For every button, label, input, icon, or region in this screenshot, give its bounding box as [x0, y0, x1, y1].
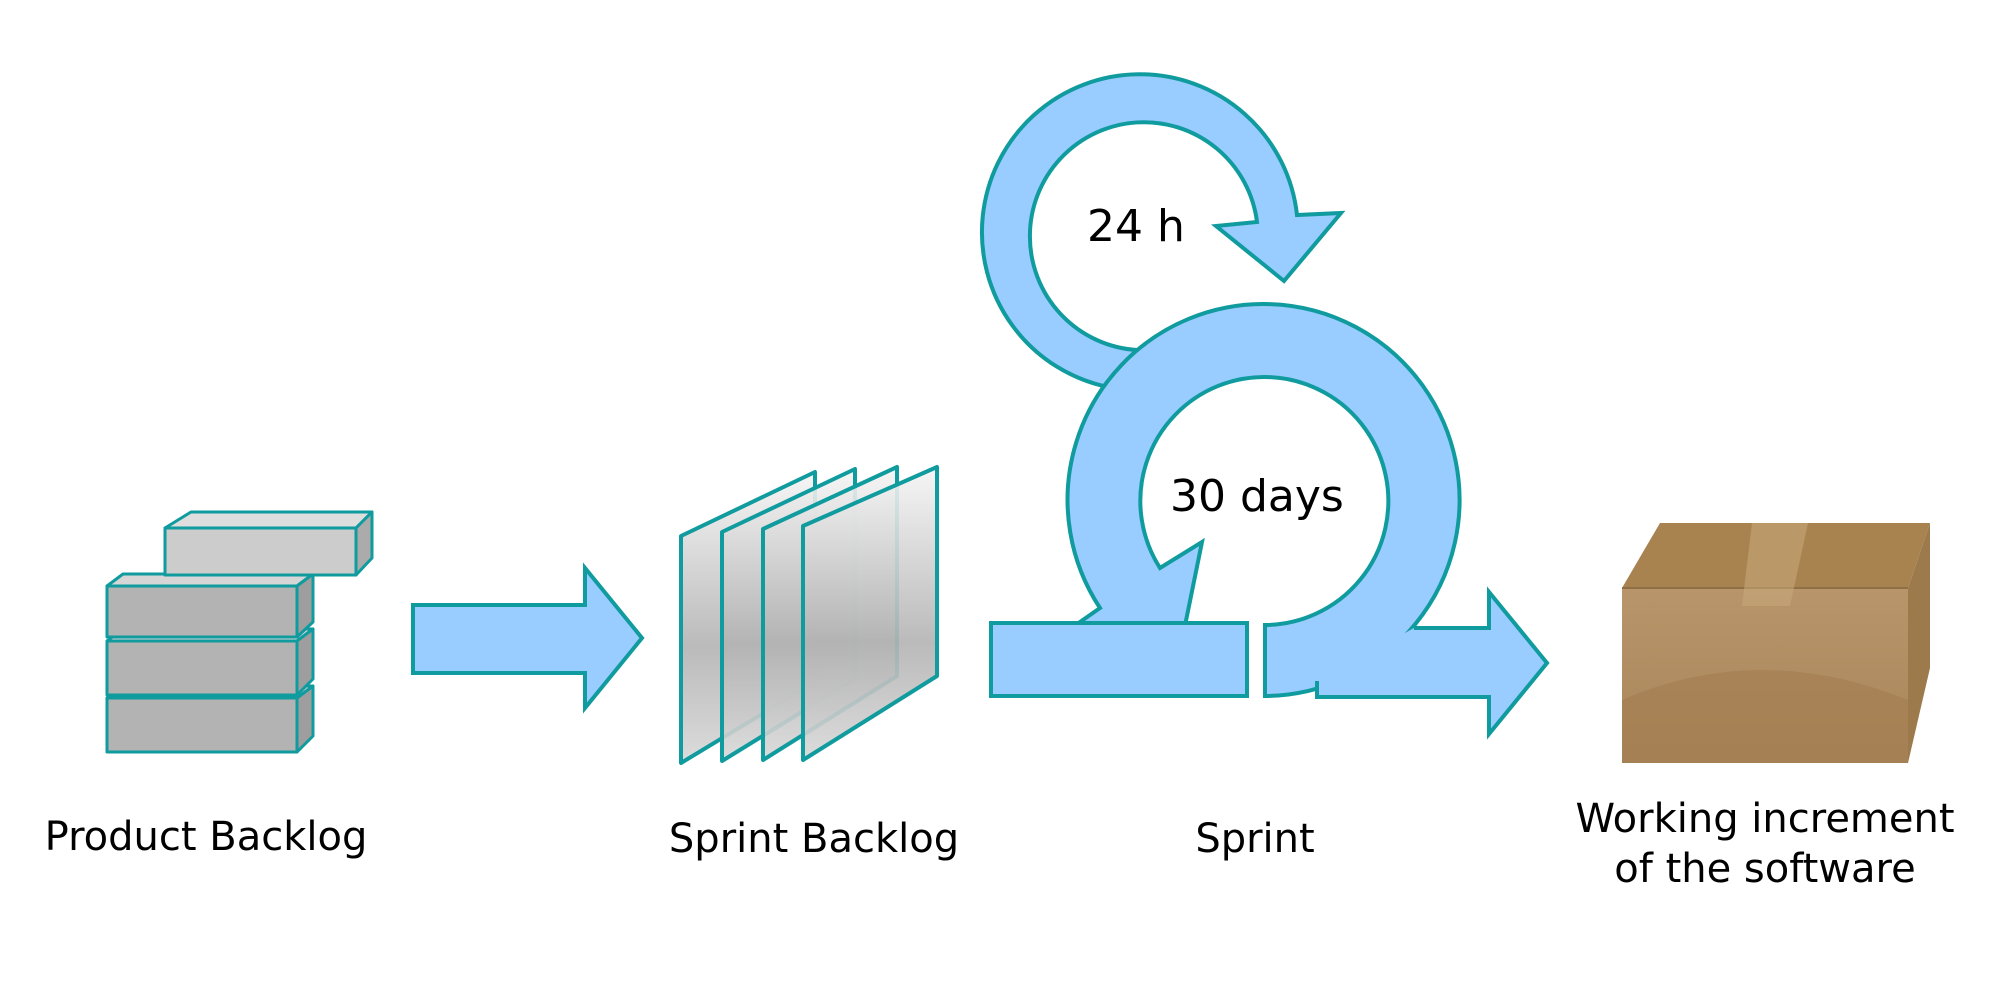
backlog-block: [105, 572, 315, 639]
sprint-entry-bar: [989, 621, 1249, 698]
daily-cycle-label: 24 h: [1087, 201, 1185, 252]
backlog-sheet: [801, 465, 939, 762]
increment-label-line2: of the software: [1614, 846, 1916, 892]
stacked-sheets-icon: [679, 465, 939, 765]
increment-label-line1: Working increment: [1575, 796, 1955, 842]
backlog-block: [163, 510, 374, 577]
sprint-label: Sprint: [1195, 816, 1315, 862]
sprint-backlog-label: Sprint Backlog: [668, 816, 960, 862]
flow-arrow: [1315, 586, 1550, 740]
sprint-cycle-label: 30 days: [1170, 471, 1344, 522]
cardboard-box-icon: [1622, 523, 1930, 763]
flow-arrow: [411, 562, 645, 714]
packing-tape: [1742, 523, 1808, 606]
backlog-block: [105, 627, 315, 697]
product-backlog-label: Product Backlog: [44, 814, 368, 860]
daily-cycle-arrow: [979, 72, 1346, 390]
stacked-blocks-icon: [105, 510, 374, 754]
